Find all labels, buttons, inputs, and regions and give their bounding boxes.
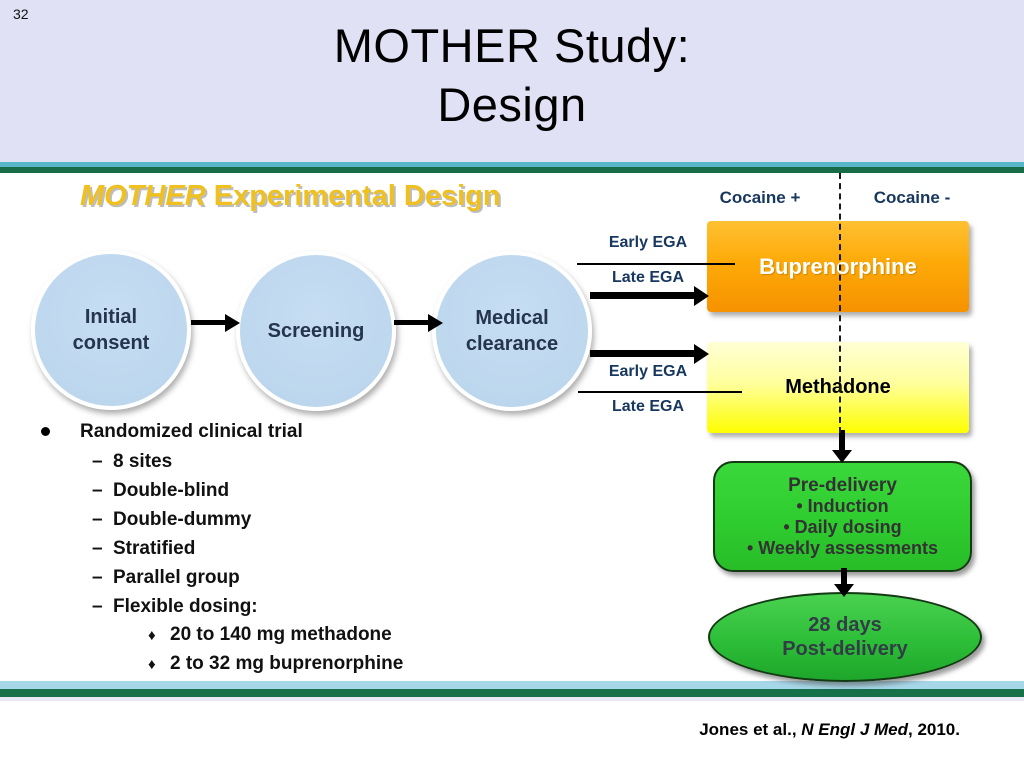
slide-title: MOTHER Study: Design — [0, 16, 1024, 134]
step-label-line: consent — [72, 332, 150, 354]
slide-title-line1: MOTHER Study: — [333, 19, 691, 72]
step-screening: Screening — [236, 251, 396, 411]
methadone-label: Methadone — [785, 376, 891, 398]
citation-pre: Jones et al., — [699, 720, 802, 739]
bullet-item: Double-dummy — [113, 509, 252, 530]
footer-lavender-strip — [0, 697, 1024, 701]
methadone-arm-box: Methadone — [707, 342, 969, 433]
arrow-methadone-to-predelivery — [839, 430, 845, 451]
slide-title-line2: Design — [437, 78, 587, 131]
bullet-item: Flexible dosing: — [113, 596, 258, 617]
arrowhead-icon — [428, 314, 443, 332]
arrow-screening-to-clearance — [394, 320, 428, 325]
arrowhead-icon — [694, 344, 709, 364]
dash-icon: – — [92, 480, 103, 501]
cocaine-negative-label: Cocaine - — [873, 188, 951, 207]
post-delivery-line1: 28 days — [808, 614, 882, 636]
citation-post: , 2010. — [908, 720, 960, 739]
bullet-item: 8 sites — [113, 451, 173, 472]
buprenorphine-arm-box: Buprenorphine — [707, 221, 969, 312]
step-label-line: Screening — [267, 320, 365, 342]
diamond-icon: ♦ — [148, 656, 156, 673]
pre-delivery-item: • Weekly assessments — [746, 537, 939, 558]
dash-icon: – — [92, 596, 103, 617]
arrowhead-icon — [694, 286, 709, 306]
bullet-subitem: 2 to 32 mg buprenorphine — [170, 653, 404, 674]
bullet-subitem: 20 to 140 mg methadone — [170, 624, 392, 645]
step-initial-consent: Initial consent — [31, 250, 191, 410]
bullet-item: Parallel group — [113, 567, 240, 588]
ega-divider-line-top — [577, 263, 735, 265]
arrow-consent-to-screening — [191, 320, 225, 325]
pre-delivery-box: Pre-delivery • Induction • Daily dosing … — [713, 461, 972, 572]
bullet-dot-icon — [41, 427, 50, 436]
ega-early-label-top: Early EGA — [608, 234, 688, 251]
arrow-predelivery-to-postdelivery — [841, 568, 847, 585]
dash-icon: – — [92, 567, 103, 588]
arrowhead-icon — [225, 314, 240, 332]
ega-late-label-bottom: Late EGA — [611, 398, 684, 415]
citation-journal: N Engl J Med — [801, 720, 908, 739]
cocaine-positive-label: Cocaine + — [719, 188, 801, 207]
footer-blue-divider — [0, 681, 1024, 689]
section-heading-rest: Experimental Design — [205, 180, 501, 212]
step-label-line: Initial — [84, 306, 138, 328]
arrow-to-buprenorphine — [590, 292, 695, 299]
step-medical-clearance: Medical clearance — [432, 251, 592, 411]
arrowhead-icon — [834, 584, 854, 597]
bullet-item: Stratified — [113, 538, 196, 559]
cocaine-divider-dashed-line — [839, 173, 841, 433]
pre-delivery-title: Pre-delivery — [788, 474, 897, 496]
post-delivery-line2: Post-delivery — [782, 638, 908, 660]
section-heading: MOTHER Experimental Design — [80, 180, 501, 213]
ega-early-label-bottom: Early EGA — [608, 363, 688, 380]
ega-divider-line-bottom — [578, 391, 742, 393]
citation: Jones et al., N Engl J Med, 2010. — [699, 720, 960, 740]
step-label-line: clearance — [465, 333, 559, 355]
bullet-item: Double-blind — [113, 480, 230, 501]
header-green-divider — [0, 167, 1024, 173]
slide-header — [0, 0, 1024, 162]
footer-green-divider — [0, 689, 1024, 697]
section-heading-emphasis: MOTHER — [80, 180, 206, 212]
post-delivery-ellipse: 28 days Post-delivery — [708, 592, 982, 682]
pre-delivery-item: • Daily dosing — [783, 516, 902, 537]
dash-icon: – — [92, 451, 103, 472]
header-teal-divider — [0, 162, 1024, 167]
dash-icon: – — [92, 538, 103, 559]
bullet-main: Randomized clinical trial — [80, 421, 303, 442]
arrow-to-methadone — [590, 350, 695, 357]
buprenorphine-label: Buprenorphine — [759, 253, 917, 279]
dash-icon: – — [92, 509, 103, 530]
pre-delivery-item: • Induction — [796, 495, 889, 516]
arrowhead-icon — [832, 450, 852, 463]
ega-late-label-top: Late EGA — [611, 269, 684, 286]
step-label-line: Medical — [475, 307, 549, 329]
diamond-icon: ♦ — [148, 627, 156, 644]
slide-number: 32 — [13, 6, 29, 22]
